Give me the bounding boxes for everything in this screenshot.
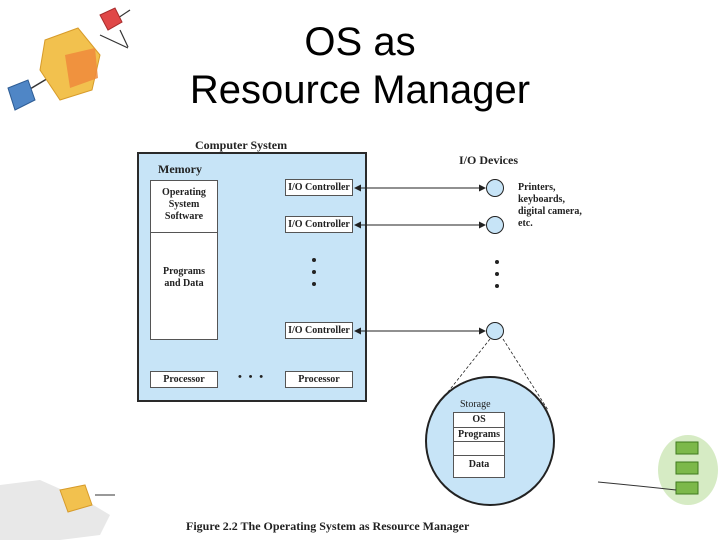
processor-2: Processor [285,371,353,388]
os-software-line-1: Operating [162,187,206,198]
memory-box [150,180,218,340]
figure-caption: Figure 2.2 The Operating System as Resou… [186,519,470,533]
storage-os: OS [472,414,486,425]
title-line-1: OS as [304,20,416,64]
device-example-2: keyboards, [518,194,565,205]
io-controller-1: I/O Controller [285,179,353,196]
device-examples: Printers, keyboards, digital camera, etc… [518,182,582,230]
computer-system-label: Computer System [195,138,288,152]
io-device-3 [486,322,504,340]
programs-data-line-2: and Data [164,278,204,289]
processor-ellipsis: • • • [238,371,266,383]
io-controller-2: I/O Controller [285,216,353,233]
storage-divider-1 [453,427,505,428]
memory-divider [150,232,218,233]
slide-title: OS as Resource Manager [160,18,560,114]
clipart-cubes-icon [7,7,131,111]
storage-divider-3 [453,455,505,456]
storage-programs: Programs [457,429,501,440]
io-controller-3: I/O Controller [285,322,353,339]
os-software-line-3: Software [164,211,204,222]
storage-divider-2 [453,441,505,442]
processor-1: Processor [150,371,218,388]
device-example-4: etc. [518,218,533,229]
device-example-3: digital camera, [518,206,582,217]
os-software-line-2: System [168,199,200,210]
clipart-green-blocks-icon [597,435,718,505]
device-dots [495,260,499,288]
title-line-2: Resource Manager [189,68,531,112]
clipart-hand-cube-icon [0,480,115,540]
storage-label: Storage [460,399,491,410]
io-device-1 [486,179,504,197]
storage-data: Data [468,459,490,470]
zoom-line-right [502,338,549,411]
storage-box [453,412,505,478]
device-example-1: Printers, [518,182,556,193]
io-devices-label: I/O Devices [459,153,518,167]
programs-data-line-1: Programs [162,266,206,277]
io-device-2 [486,216,504,234]
os-software-label: Operating System Software [150,187,218,223]
controller-dots [312,258,316,286]
memory-label: Memory [158,162,202,176]
programs-data-label: Programs and Data [150,266,218,290]
